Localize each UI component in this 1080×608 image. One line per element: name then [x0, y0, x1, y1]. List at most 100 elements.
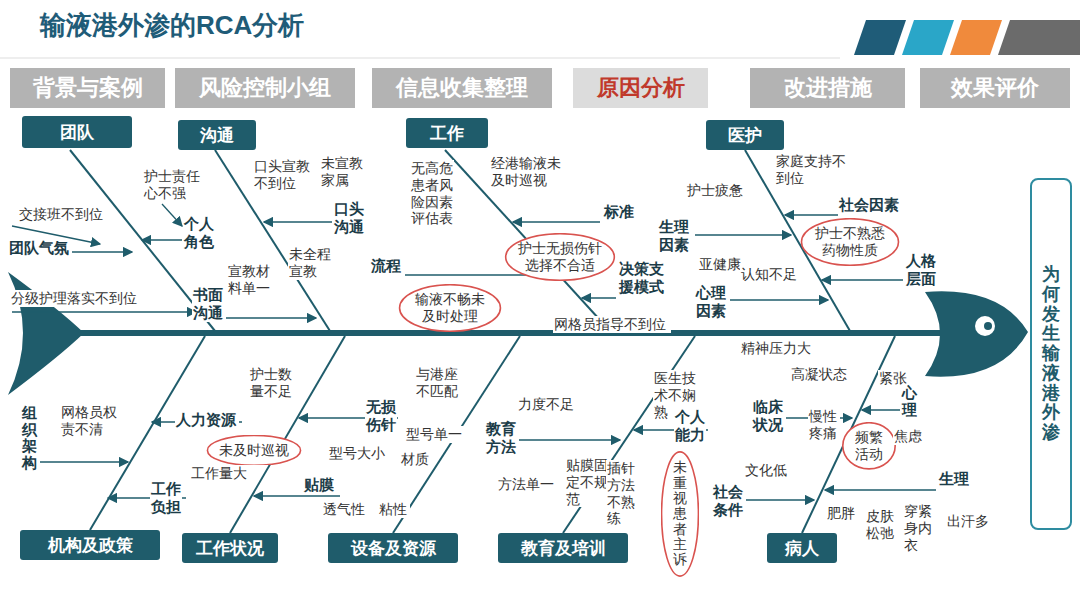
sub-category: 无损伤针 [365, 398, 397, 434]
sub-category: 临床状况 [752, 398, 784, 434]
node-text: 教育及培训 [521, 537, 606, 560]
sub-category: 人格层面 [905, 252, 937, 288]
cause-label: 未全程宣教 [288, 246, 334, 280]
cause-label: 插针方法不熟练 [606, 460, 638, 527]
sub-category: 社会因素 [838, 196, 902, 214]
category-box: 工作状况 [182, 533, 278, 563]
node-text: 为何发生输液港外渗 [1042, 265, 1060, 443]
node-text: 未重视患者主诉 [673, 460, 687, 568]
cause-label: 家庭支持不到位 [775, 153, 847, 187]
node-text: 机构及政策 [48, 534, 133, 557]
nav-tab: 信息收集整理 [372, 68, 552, 108]
cause-label: 出汗多 [946, 513, 992, 530]
cause-label: 网格员指导不到位 [553, 316, 671, 333]
category-box: 教育及培训 [498, 533, 628, 563]
node-text: 医护 [728, 124, 762, 147]
cause-label: 未宣教家属 [320, 155, 366, 189]
sub-category: 生理因素 [658, 218, 690, 254]
cause-label: 皮肤松弛 [865, 508, 897, 542]
node-text: 风险控制小组 [199, 73, 331, 103]
cause-label: 文化低 [744, 462, 790, 479]
key-cause-ellipse: 护士不熟悉药物性质 [800, 218, 900, 266]
node-text: 病人 [785, 537, 819, 560]
cause-label: 与港座不匹配 [415, 366, 461, 400]
cause-label: 方法单一 [497, 476, 557, 493]
cause-label: 肥胖 [826, 505, 858, 522]
page-title: 输液港外渗的RCA分析 [40, 8, 304, 43]
category-box: 机构及政策 [20, 530, 160, 560]
category-box: 工作 [406, 118, 488, 148]
node-text: 工作 [430, 122, 464, 145]
category-box: 病人 [767, 533, 837, 563]
node-text: 频繁活动 [854, 429, 884, 463]
node-text: 团队 [60, 121, 94, 144]
sub-category: 个人能力 [674, 408, 706, 444]
sub-category: 心理因素 [695, 284, 727, 320]
cause-label: 网格员权责不清 [60, 404, 118, 438]
node-text: 未及时巡视 [219, 442, 289, 459]
cause-label: 透气性 [322, 501, 368, 518]
key-cause-ellipse: 频繁活动 [842, 422, 896, 470]
sub-category: 流程 [370, 257, 404, 275]
key-cause-ellipse: 输液不畅未及时处理 [398, 284, 502, 332]
cause-label: 焦虑 [893, 428, 925, 445]
node-text: 效果评价 [951, 73, 1039, 103]
key-cause-ellipse: 未及时巡视 [206, 435, 302, 466]
cause-label: 亚健康 [698, 256, 744, 273]
sub-category: 口头沟通 [333, 200, 365, 236]
node-text: 护士无损伤针选择不合适 [516, 240, 604, 274]
cause-label: 分级护理落实不到位 [10, 290, 142, 307]
cause-label: 宣教材料单一 [227, 263, 273, 297]
sub-category: 团队气氛 [8, 239, 72, 257]
cause-label: 型号单一 [405, 426, 465, 443]
category-box: 团队 [22, 116, 132, 148]
sub-category: 人力资源 [175, 411, 239, 429]
cause-label: 护士疲惫 [686, 182, 746, 199]
node-text: 改进措施 [784, 73, 872, 103]
cause-label: 高凝状态 [790, 366, 850, 383]
sub-category: 书面沟通 [192, 286, 224, 322]
category-box: 沟通 [178, 120, 256, 150]
category-box: 医护 [706, 120, 784, 150]
cause-label: 贴膜固定不规范 [565, 457, 611, 507]
sub-category: 贴膜 [303, 476, 337, 494]
cause-label: 护士数量不足 [249, 366, 295, 400]
cause-label: 力度不足 [517, 396, 577, 413]
problem-box: 为何发生输液港外渗 [1030, 178, 1072, 530]
sub-category: 社会条件 [712, 483, 744, 519]
node-text: 背景与案例 [33, 73, 143, 103]
sub-category: 标准 [603, 203, 637, 221]
node-text: 沟通 [200, 124, 234, 147]
key-cause-ellipse: 护士无损伤针选择不合适 [504, 233, 616, 281]
cause-label: 经港输液未及时巡视 [490, 155, 562, 189]
sub-category: 生理 [938, 470, 972, 488]
nav-tab: 背景与案例 [10, 68, 165, 108]
node-text: 输液不畅未及时处理 [414, 291, 486, 325]
cause-label: 护士责任心不强 [143, 168, 201, 202]
sub-category: 决策支援模式 [618, 260, 666, 296]
nav-tab: 风险控制小组 [175, 68, 355, 108]
node-text: 原因分析 [597, 73, 685, 103]
node-text: 工作状况 [196, 537, 264, 560]
cause-label: 精神压力大 [740, 340, 814, 357]
cause-label: 型号大小 [328, 445, 388, 462]
nav-tab: 改进措施 [750, 68, 905, 108]
cause-label: 认知不足 [740, 266, 800, 283]
cause-label: 穿紧身内衣 [903, 503, 935, 553]
sub-category: 教育方法 [485, 420, 517, 456]
cause-label: 工作量大 [190, 465, 250, 482]
cause-label: 交接班不到位 [18, 206, 106, 223]
sub-category: 工作负担 [150, 480, 182, 516]
key-cause-ellipse: 未重视患者主诉 [661, 450, 699, 578]
sub-category: 组织架构 [22, 405, 37, 471]
nav-tab-active: 原因分析 [573, 68, 708, 108]
node-text: 信息收集整理 [396, 73, 528, 103]
cause-label: 口头宣教不到位 [253, 158, 311, 192]
node-text: 护士不熟悉药物性质 [814, 225, 886, 259]
sub-category: 个人角色 [183, 215, 215, 251]
node-text: 设备及资源 [351, 537, 436, 560]
cause-label: 材质 [400, 451, 432, 468]
sub-category: 心理 [902, 385, 917, 418]
cause-label: 慢性疼痛 [808, 408, 840, 442]
cause-label: 无高危患者风险因素评估表 [410, 160, 454, 227]
